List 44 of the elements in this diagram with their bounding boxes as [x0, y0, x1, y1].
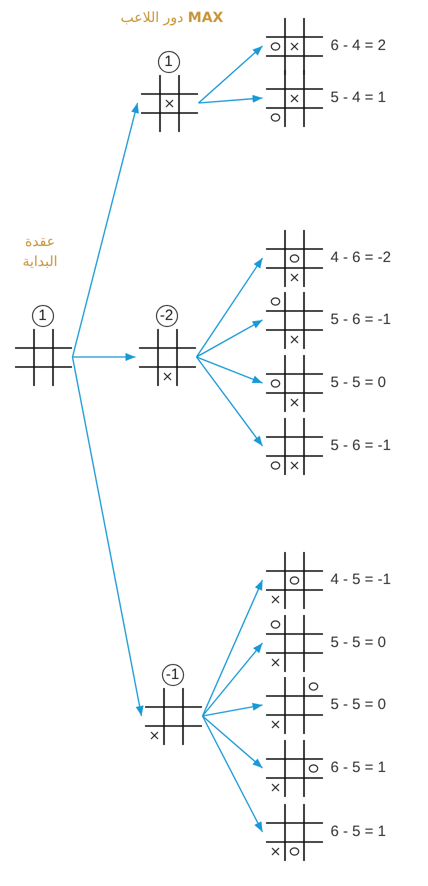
- game-board: [266, 740, 322, 796]
- score-circle: 1: [158, 50, 180, 72]
- arrow: [202, 580, 264, 716]
- score-equation: 5 - 5 = 0: [330, 696, 386, 714]
- score-equation: 5 - 5 = 0: [330, 374, 386, 392]
- arrow: [196, 356, 264, 446]
- score-circle: -1: [162, 664, 184, 686]
- score-circle: -2: [156, 304, 178, 326]
- game-board: [266, 418, 322, 474]
- score-equation: 4 - 6 = -2: [330, 249, 391, 267]
- game-board: [266, 70, 322, 126]
- score-equation: 4 - 5 = -1: [330, 571, 391, 589]
- arrow: [72, 102, 139, 358]
- score-equation: 5 - 4 = 1: [330, 89, 386, 107]
- game-board: [266, 614, 322, 672]
- arrow: [198, 46, 263, 104]
- score-equation: 5 - 6 = -1: [330, 437, 391, 455]
- game-board: [266, 230, 322, 286]
- arrow: [72, 356, 144, 716]
- score-equation: 5 - 6 = -1: [330, 311, 391, 329]
- score-equation: 5 - 5 = 0: [330, 634, 386, 652]
- game-board: [266, 292, 322, 348]
- game-board: [266, 552, 322, 608]
- arrow: [202, 642, 263, 716]
- game-board: [266, 804, 322, 860]
- heading-label: عقدة البداية: [21, 233, 59, 272]
- game-board: [140, 74, 198, 132]
- arrow: [202, 702, 263, 717]
- score-circle: 1: [32, 304, 54, 326]
- game-board: [266, 676, 322, 734]
- game-board: [138, 328, 196, 386]
- game-board: [266, 354, 322, 412]
- arrow: [196, 319, 263, 358]
- arrow: [198, 94, 263, 104]
- arrow: [196, 356, 263, 384]
- arrow: [202, 716, 264, 832]
- arrow: [72, 353, 136, 361]
- game-board: [14, 328, 72, 386]
- score-equation: 6 - 5 = 1: [330, 823, 386, 841]
- arrow: [196, 258, 264, 358]
- game-board: [144, 688, 202, 744]
- score-equation: 6 - 5 = 1: [330, 759, 386, 777]
- arrow: [202, 716, 263, 768]
- score-equation: 6 - 4 = 2: [330, 37, 386, 55]
